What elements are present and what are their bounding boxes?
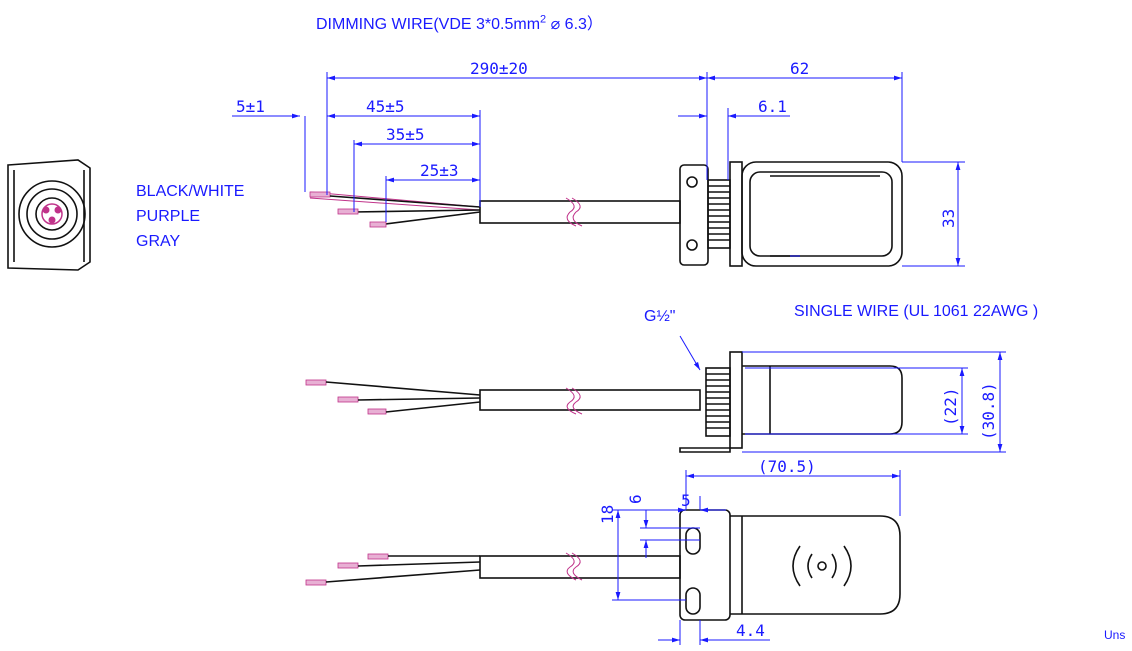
title-superscript: 2 xyxy=(540,13,547,26)
corner-text: Uns xyxy=(1104,628,1126,642)
connector-end-view xyxy=(7,159,91,271)
dim-wire2: 35±5 xyxy=(386,125,425,144)
dim-outer-height: (30.8) xyxy=(979,382,998,440)
side-view xyxy=(305,351,903,453)
dim-wire3: 25±3 xyxy=(420,161,459,180)
dim-hole-offset: 6 xyxy=(626,494,645,504)
wire-color-2: PURPLE xyxy=(136,208,201,225)
thread-label: G½" xyxy=(644,308,676,325)
dim-strip: 5±1 xyxy=(236,97,265,116)
dim-inner-height: (22) xyxy=(941,387,960,426)
dim-head-length: 62 xyxy=(790,59,809,78)
dim-hole-spacing: 18 xyxy=(598,505,617,524)
wire-color-1: BLACK/WHITE xyxy=(136,183,245,200)
dim-wire1: 45±5 xyxy=(366,97,405,116)
bottom-view xyxy=(305,509,901,621)
title-tail: ⌀ 6.3） xyxy=(546,16,603,33)
dimension-lines xyxy=(232,72,1006,645)
dim-slot-width: 5 xyxy=(681,491,691,510)
dim-height: 33 xyxy=(939,209,958,228)
single-wire-label: SINGLE WIRE (UL 1061 22AWG ) xyxy=(794,303,1039,320)
drawing-title: DIMMING WIRE(VDE 3*0.5mm2 ⌀ 6.3） xyxy=(316,10,603,34)
dim-bracket: 4.4 xyxy=(736,621,765,640)
wire-color-3: GRAY xyxy=(136,233,181,250)
title-main: DIMMING WIRE(VDE 3*0.5mm xyxy=(316,16,541,33)
dim-total-length: 290±20 xyxy=(470,59,528,78)
top-view xyxy=(309,161,903,267)
dim-bottom-length: (70.5) xyxy=(758,457,816,476)
dim-flange: 6.1 xyxy=(758,97,787,116)
